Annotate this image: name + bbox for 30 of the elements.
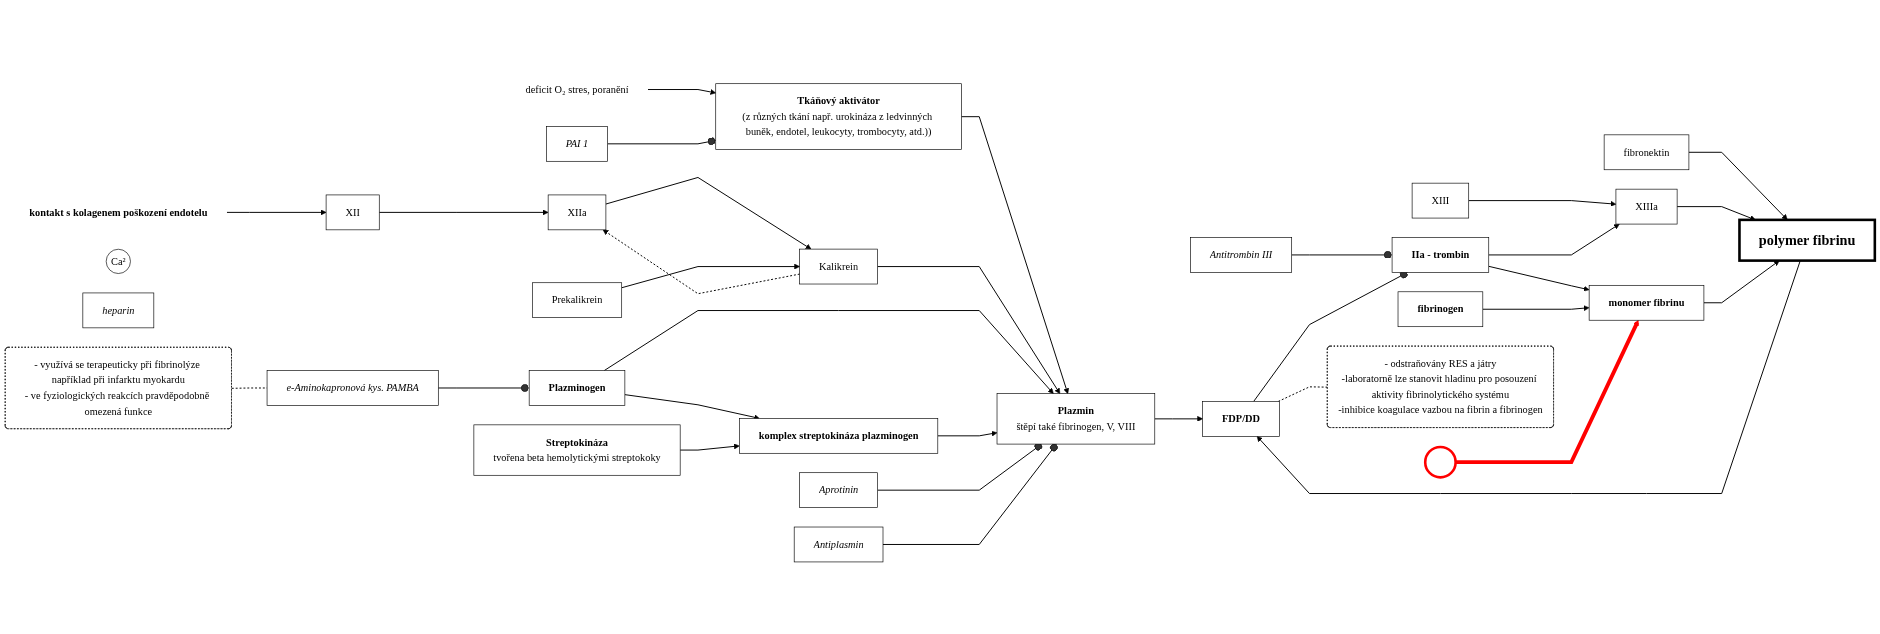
node-box: Prekalikrein [532,282,623,318]
arrow [1455,319,1639,465]
node-box: Antiplasmin [793,526,884,563]
node-box: monomer fibrinu [1588,285,1705,321]
node-box: Tkáňový aktivátor (z různých tkání např. urokináza z ledvinných buněk, endotel, leukocyty, trombocyty, atd.)) [715,83,962,150]
node-circle: Ca² [105,248,131,274]
node-box: e-Aminokapronová kys. PAMBA [266,370,439,406]
node-box: Antitrombin III [1190,237,1292,273]
node-box: fibronektin [1603,134,1690,171]
node-circle [1423,445,1457,479]
node-box: XIIIa [1615,188,1678,225]
node-box: Plazmin štěpí také fibrinogen, V, VIII [996,393,1156,445]
node-box: XIII [1411,182,1470,219]
node-text: kontakt s kolagenem poškození endotelu [29,206,208,218]
node-box: XIIa [547,194,607,231]
node-box: fibrinogen [1397,291,1484,328]
node-box: PAI 1 [546,126,608,162]
node-text: deficit O₂ stres, poranění [525,83,629,95]
connector [1277,386,1329,402]
connector [231,387,268,389]
node-box: polymer fibrinu [1738,218,1877,262]
node-box: Streptokináza tvořena beta hemolytickými streptokoky [473,424,681,476]
node-box: IIa - trombin [1391,237,1490,273]
node-box: XII [325,194,380,231]
node-box: FDP/DD [1202,401,1280,437]
node-box: komplex streptokináza plazminogen [739,418,939,454]
node-box: Aprotinin [799,472,878,508]
node-box: Kalikrein [799,248,878,285]
node-box: heparin [82,292,155,329]
node-box: Plazminogen [528,370,626,406]
